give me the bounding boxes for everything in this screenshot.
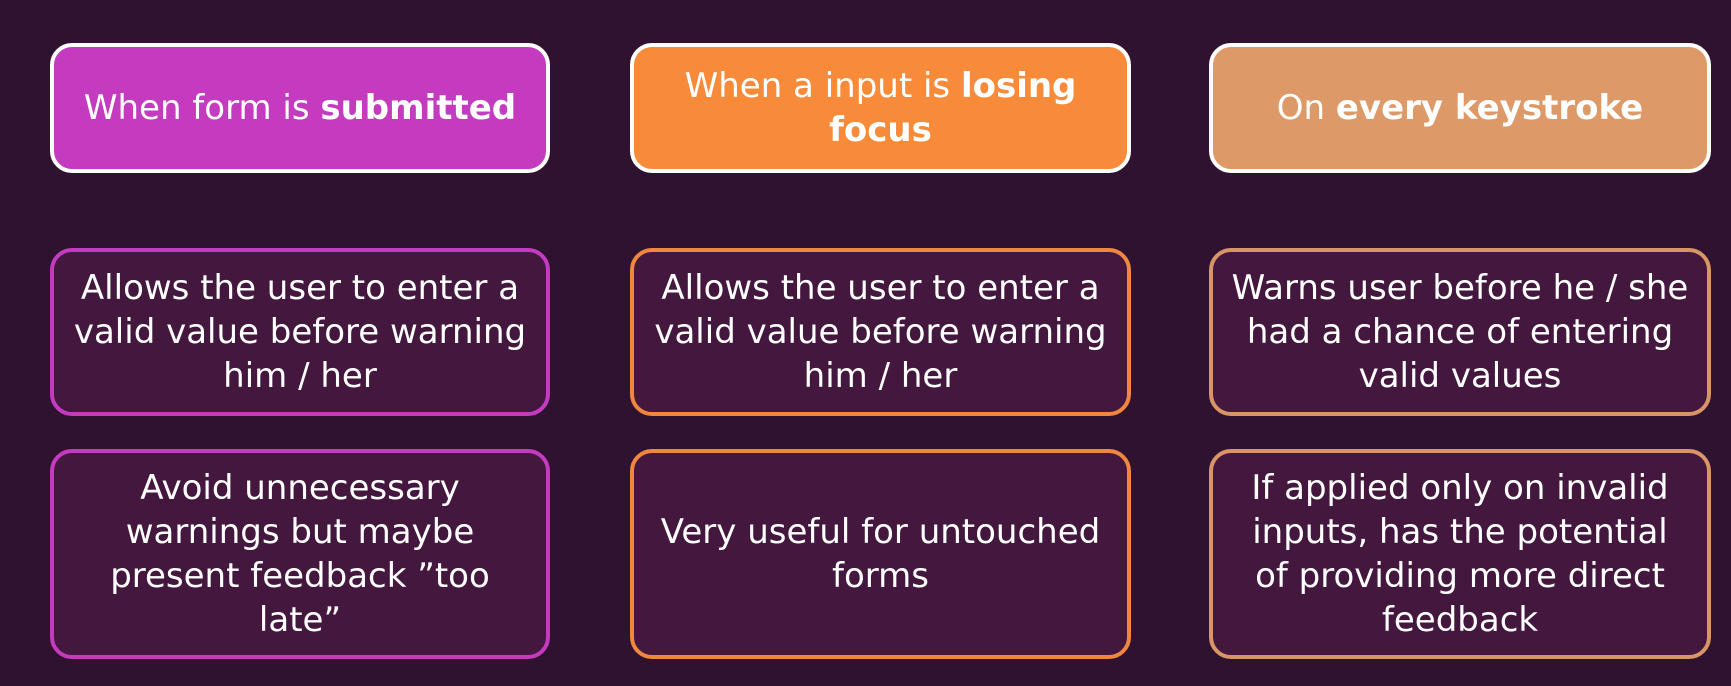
submit-con-card: Avoid unnecessary warnings but maybe pre… [50,449,550,659]
header-on-submit: When form is submitted [50,43,550,173]
header-text: When form is submitted [84,86,516,130]
header-prefix: When a input is [684,66,961,106]
card-text: Very useful for untouched forms [660,512,1101,596]
header-text: On every keystroke [1277,86,1643,130]
header-emphasis: losing focus [829,66,1077,150]
card-text: Warns user before he / she had a chance … [1231,268,1689,396]
header-emphasis: submitted [320,88,517,128]
card-text: If applied only on invalid inputs, has t… [1251,468,1669,640]
blur-con-card: Very useful for untouched forms [630,449,1131,659]
submit-pro-card: Allows the user to enter a valid value b… [50,248,550,416]
card-text: Allows the user to enter a valid value b… [73,268,527,396]
header-emphasis: every keystroke [1335,88,1644,128]
header-prefix: When form is [83,88,321,128]
keystroke-pro-card: If applied only on invalid inputs, has t… [1209,449,1711,659]
blur-pro-card: Allows the user to enter a valid value b… [630,248,1131,416]
card-text: Avoid unnecessary warnings but maybe pre… [110,468,490,640]
header-on-keystroke: On every keystroke [1209,43,1711,173]
header-prefix: On [1276,88,1336,128]
keystroke-con-card: Warns user before he / she had a chance … [1209,248,1711,416]
header-on-blur: When a input is losing focus [630,43,1131,173]
header-text: When a input is losing focus [652,64,1109,152]
card-text: Allows the user to enter a valid value b… [654,268,1107,396]
